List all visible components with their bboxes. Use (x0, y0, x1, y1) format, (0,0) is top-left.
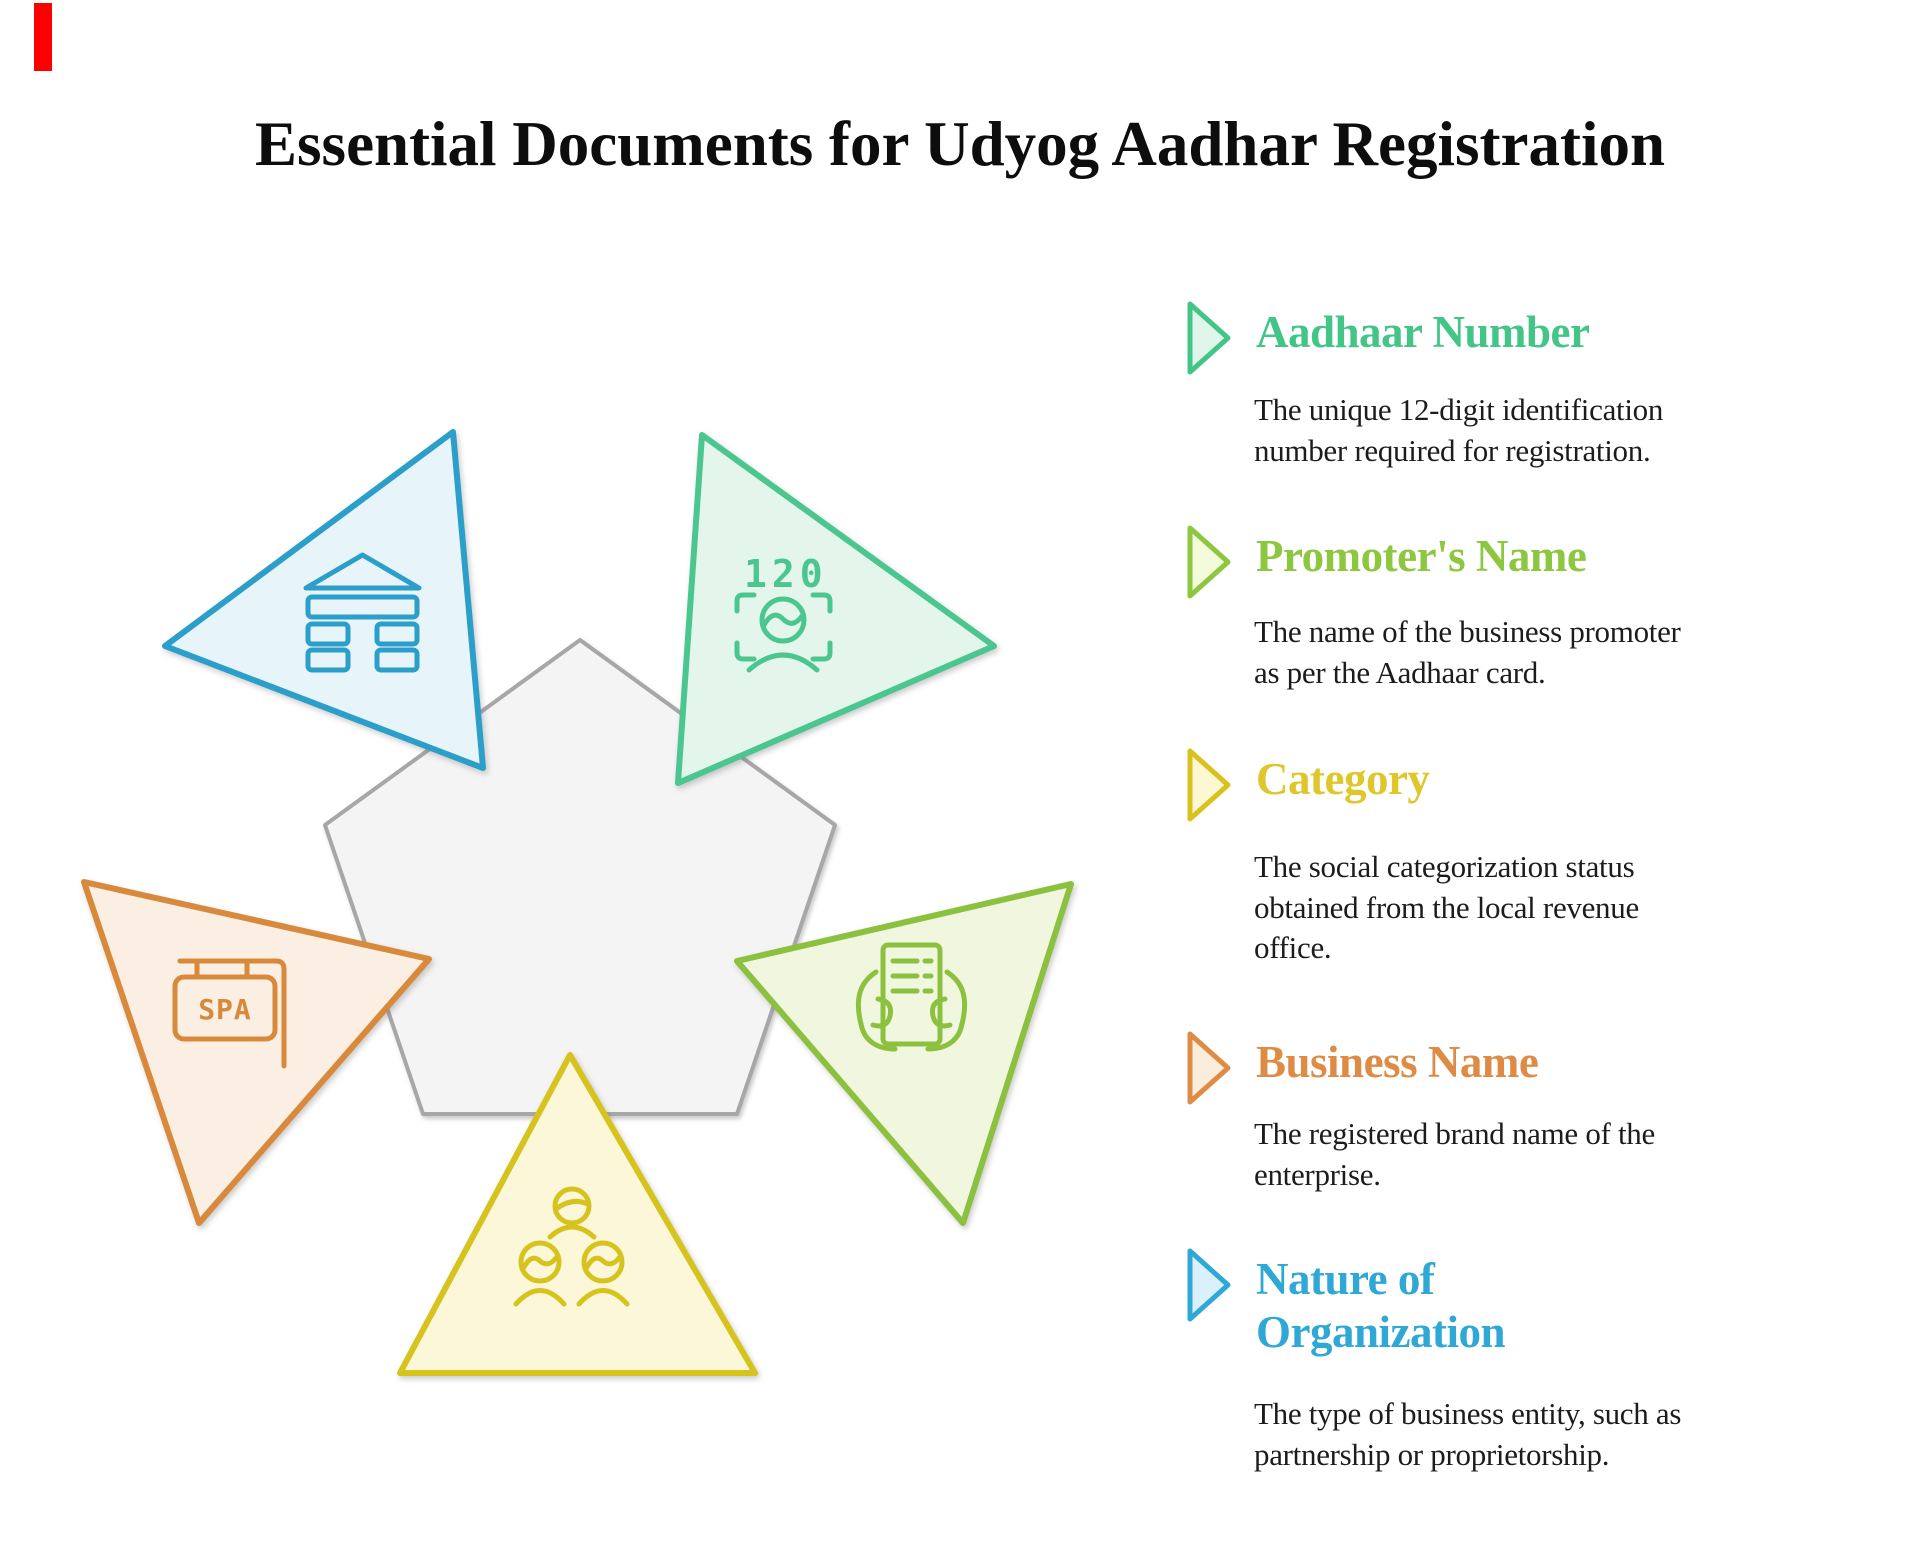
item-heading-promoters-name: Promoter's Name (1256, 531, 1587, 581)
item-body-business-name: The registered brand name of the enterpr… (1254, 1116, 1655, 1192)
item-body-promoters-name: The name of the business promoter as per… (1254, 614, 1681, 690)
red-accent-bar (34, 3, 52, 71)
list-item-promoters-name: Promoter's Name The name of the business… (1186, 524, 1681, 690)
list-item-category: Category The social categorization statu… (1186, 747, 1639, 965)
item-heading-aadhaar-number: Aadhaar Number (1256, 307, 1590, 357)
item-body-category: The social categorization status obtaine… (1254, 849, 1639, 966)
category-triangle (397, 1052, 758, 1376)
item-heading-nature-of-organization: Nature of Organization (1256, 1254, 1506, 1358)
triangle-bullet-icon (1187, 525, 1231, 599)
spa-sign-icon: SPA (172, 958, 287, 1069)
page-title: Essential Documents for Udyog Aadhar Reg… (255, 109, 1665, 179)
bank-icon (303, 552, 422, 673)
business-name-triangle (81, 879, 432, 1226)
triangle-bullet-icon (1187, 748, 1231, 822)
item-heading-category: Category (1256, 754, 1430, 804)
list-item-business-name: Business Name The registered brand name … (1186, 1030, 1655, 1192)
triangle-bullet-icon (1187, 1248, 1231, 1322)
document-hands-icon (855, 942, 968, 1052)
spa-sign-label: SPA (198, 993, 252, 1026)
item-heading-business-name: Business Name (1256, 1037, 1539, 1087)
face-scan-120-label: 120 (744, 552, 828, 596)
aadhaar-number-triangle (675, 432, 997, 786)
group-icon (513, 1186, 630, 1307)
promoters-name-triangle (734, 881, 1074, 1226)
item-body-nature-of-organization: The type of business entity, such as par… (1254, 1396, 1682, 1472)
face-scan-icon: 120 (734, 552, 833, 673)
list-item-aadhaar-number: Aadhaar Number The unique 12-digit ident… (1186, 300, 1663, 468)
triangle-bullet-icon (1187, 301, 1231, 375)
item-body-aadhaar-number: The unique 12-digit identification numbe… (1254, 392, 1664, 468)
list-item-nature-of-organization: Nature of Organization The type of busin… (1186, 1247, 1681, 1472)
nature-of-organization-triangle (162, 429, 486, 771)
triangle-bullet-icon (1187, 1031, 1231, 1105)
